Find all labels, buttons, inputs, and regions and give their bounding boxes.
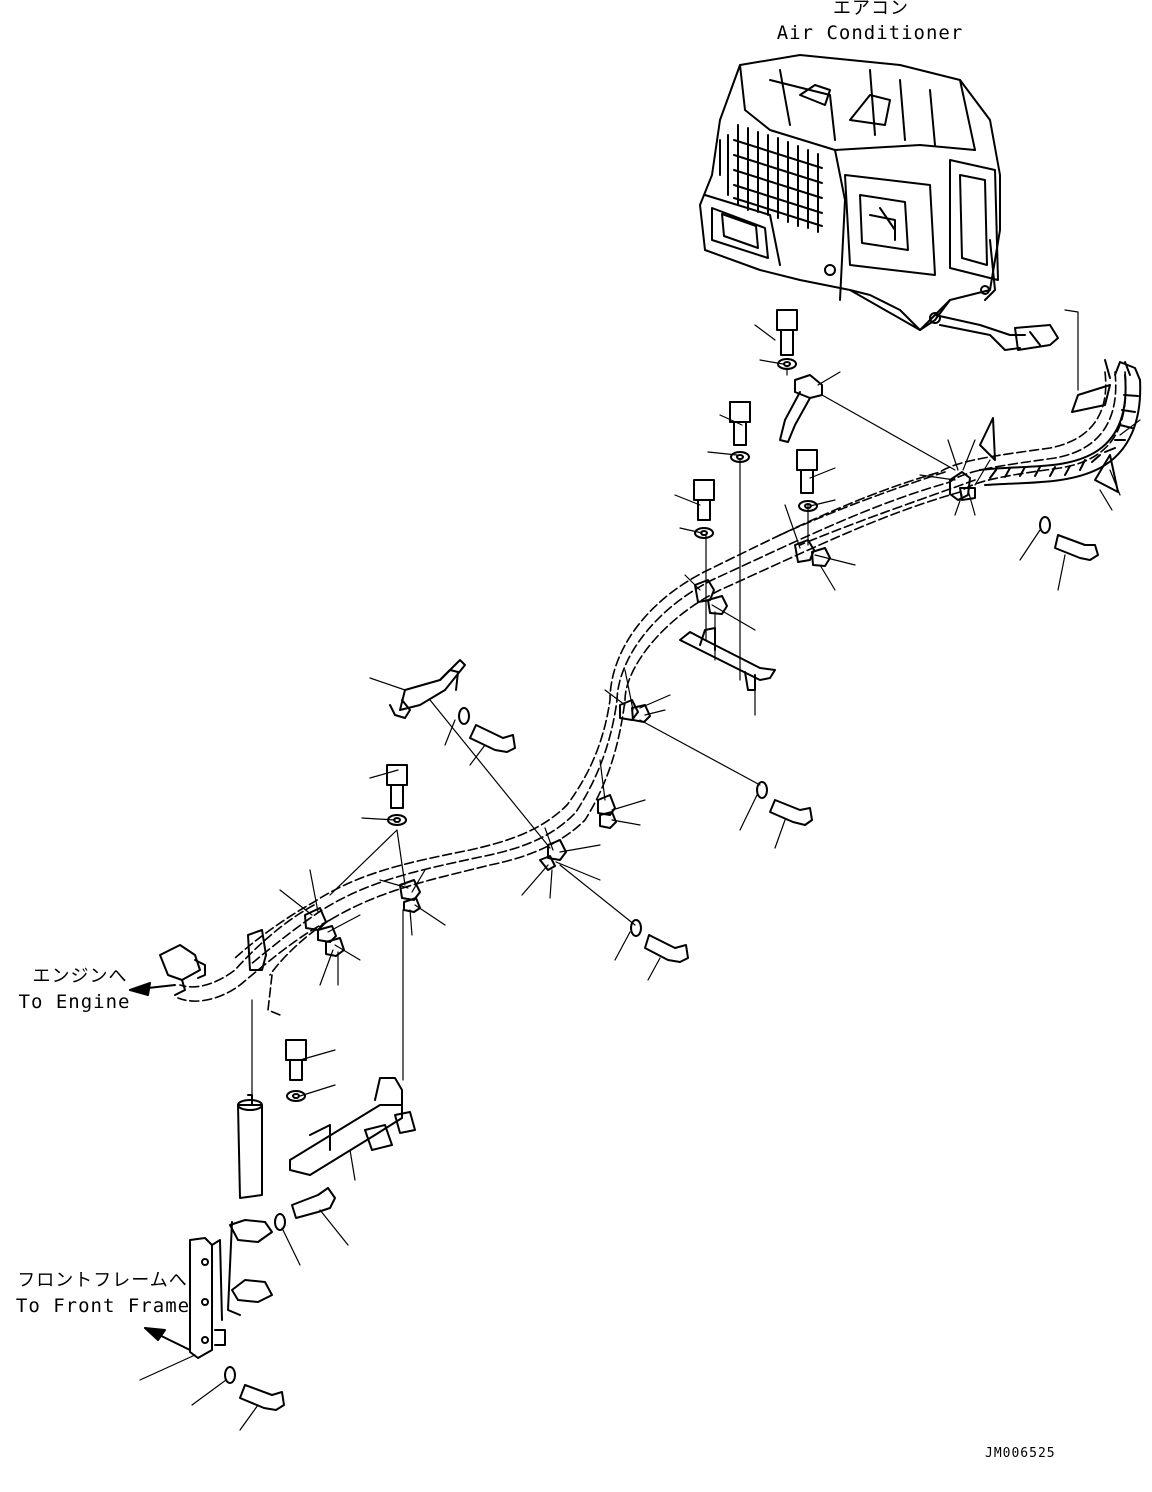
brackets	[189, 374, 823, 1359]
air-conditioner-label-en: Air Conditioner	[776, 22, 964, 44]
leader-lines	[139, 324, 1141, 1431]
air-conditioner-unit	[699, 54, 1059, 351]
air-conditioner-label-jp: エアコン	[833, 0, 909, 19]
to-engine-arrow-icon	[129, 982, 151, 996]
to-engine-label-jp: エンジンへ	[32, 966, 128, 987]
spiral-guard	[979, 359, 1142, 493]
hose-bundle	[177, 371, 1127, 1016]
to-front-frame-label-jp: フロントフレームへ	[17, 1270, 188, 1291]
receiver-drier	[159, 929, 273, 1316]
to-front-frame-label-en: To Front Frame	[15, 1295, 191, 1317]
hose-clamps	[304, 471, 976, 957]
direction-arrows	[129, 982, 191, 1351]
drawing-id: JM006525	[985, 1446, 1056, 1461]
bolts	[239, 309, 1099, 1411]
to-engine-label-en: To Engine	[18, 991, 131, 1013]
assembly-lines	[251, 309, 1079, 1096]
to-front-frame-arrow-icon	[144, 1327, 166, 1341]
washers	[224, 358, 1051, 1384]
